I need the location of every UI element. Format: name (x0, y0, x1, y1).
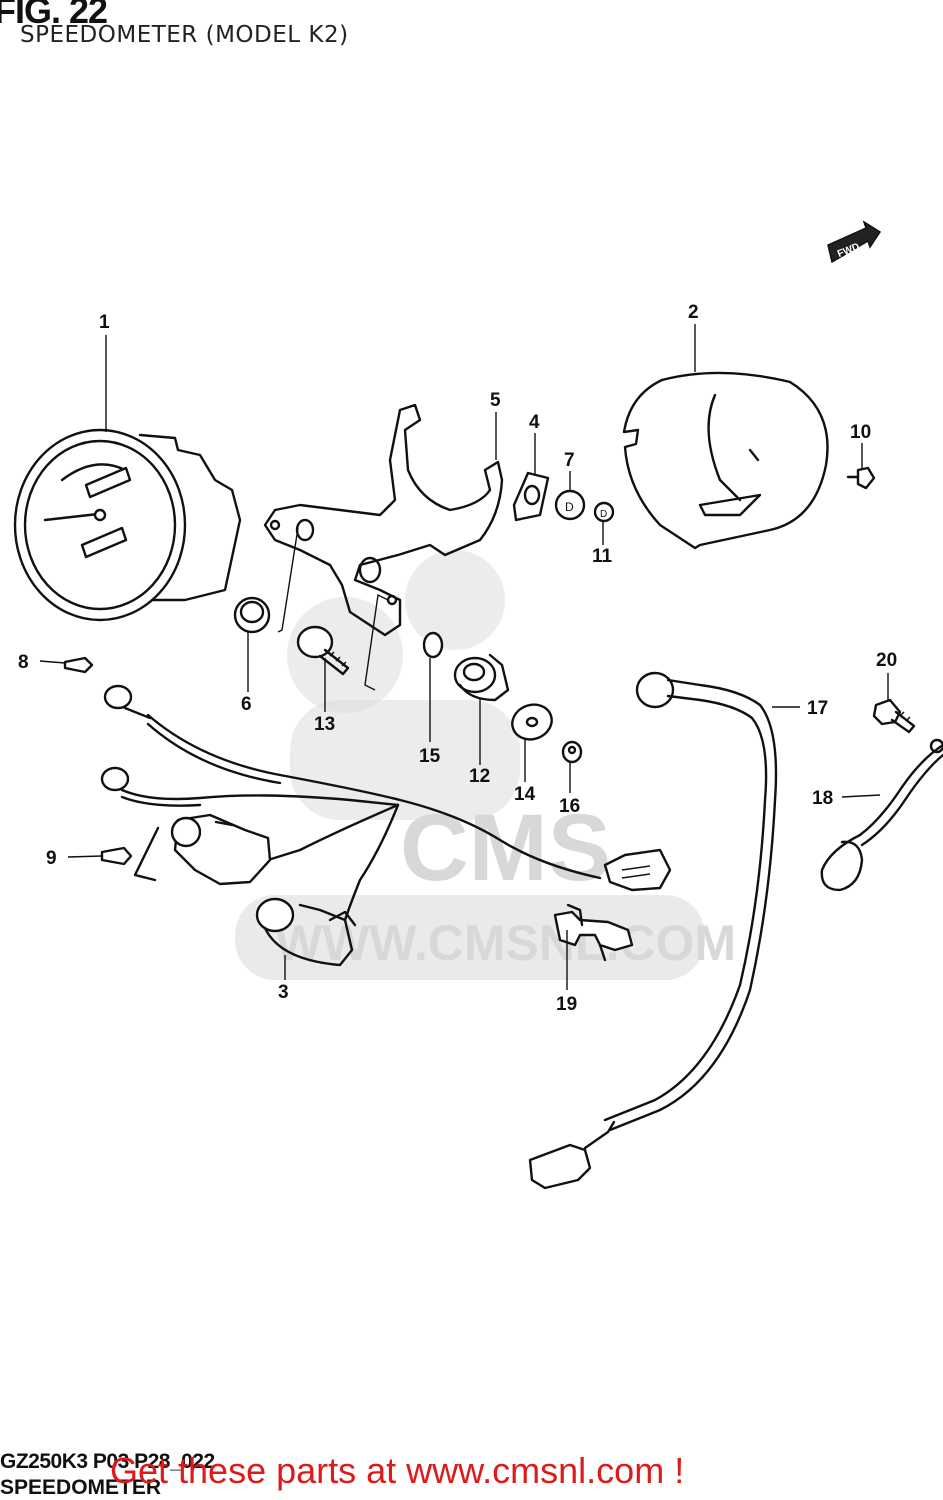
callout-11: 11 (592, 546, 613, 567)
part-4-clip (512, 471, 550, 522)
leader-lines (39, 324, 889, 990)
cms-watermark: CMS WWW.CMSNL.COM (235, 550, 736, 980)
drawing-name: SPEEDOMETER (0, 1476, 162, 1499)
callout-16: 16 (559, 796, 580, 817)
callout-14: 14 (514, 784, 536, 805)
fwd-arrow-icon: FWD (827, 220, 882, 264)
part-3-lamp-socket (255, 897, 357, 967)
part-14-washer (511, 703, 553, 741)
callout-10: 10 (850, 422, 871, 443)
part-10-screw (846, 466, 876, 490)
part-9-bulb (100, 846, 133, 866)
callout-13: 13 (314, 714, 335, 735)
svg-text:D: D (600, 509, 607, 520)
callout-7: 7 (564, 450, 575, 471)
part-15-bulb (422, 631, 444, 659)
wiring-harness (100, 684, 672, 922)
callout-20: 20 (876, 650, 897, 671)
callout-9: 9 (46, 848, 57, 869)
part-2-speedometer-case (622, 371, 829, 550)
callout-2: 2 (688, 302, 699, 323)
callout-19: 19 (556, 994, 577, 1015)
part-6-grommet (233, 596, 271, 634)
callout-17: 17 (807, 698, 828, 719)
part-11-nut: D (593, 501, 615, 523)
svg-text:D: D (565, 500, 574, 514)
callout-labels: 1 2 3 4 5 6 7 8 9 10 11 12 13 14 15 16 1… (18, 302, 897, 1015)
part-8-bulb (63, 656, 94, 674)
part-17-speedometer-cable (528, 671, 778, 1190)
callout-3: 3 (278, 982, 289, 1003)
callout-12: 12 (469, 766, 490, 787)
callout-5: 5 (490, 390, 501, 411)
part-12-socket (453, 653, 510, 702)
callout-1: 1 (99, 312, 110, 333)
figure-subtitle: SPEEDOMETER (MODEL K2) (20, 22, 349, 48)
part-20-bolt (872, 698, 916, 734)
part-13-bolt (296, 625, 350, 676)
part-19-clamp (553, 903, 634, 962)
part-18-clamp (820, 738, 943, 892)
callout-4: 4 (529, 412, 540, 433)
part-16-nut (561, 740, 583, 764)
part-7-washer: D (554, 489, 586, 521)
callout-6: 6 (241, 694, 252, 715)
get-parts-link[interactable]: Get these parts at www.cmsnl.com ! (110, 1450, 685, 1491)
watermark-logo-text: CMS (400, 795, 611, 901)
callout-18: 18 (812, 788, 833, 809)
part-1-speedometer-assembly (13, 428, 242, 622)
watermark-url-text: WWW.CMSNL.COM (275, 915, 736, 971)
drawing-code: GZ250K3 P03 P28_022 (0, 1450, 215, 1473)
figure-number: FIG. 22 (0, 0, 108, 31)
callout-8: 8 (18, 652, 29, 673)
callout-15: 15 (419, 746, 441, 767)
